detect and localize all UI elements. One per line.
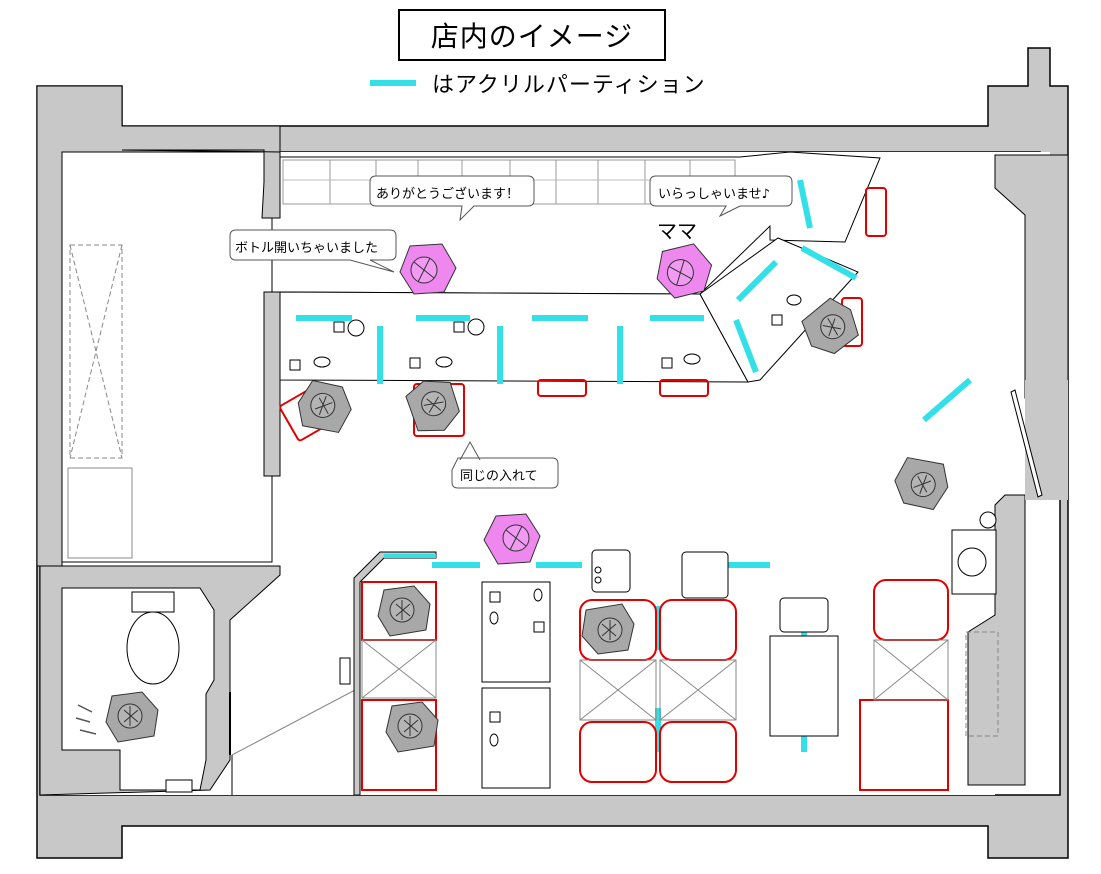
speech-bubble-same: 同じの入れて <box>460 469 538 484</box>
right-wall <box>967 154 1069 786</box>
bar-counter <box>279 237 859 383</box>
toilet-room <box>39 565 281 796</box>
speech-bubble-thanks: ありがとうございます！ <box>376 187 520 202</box>
legend-text: はアクリルパーティション <box>432 73 706 98</box>
partition-legend-swatch <box>370 80 416 86</box>
speech-bubble-bottle: ボトル開いちゃいました <box>235 241 379 256</box>
lower-seating <box>339 511 999 796</box>
legend: はアクリルパーティション <box>370 68 706 98</box>
page-title: 店内のイメージ <box>398 9 666 61</box>
back-room <box>36 85 281 567</box>
mama-label: ママ <box>657 219 697 243</box>
speech-bubble-shapes <box>229 175 793 489</box>
speech-bubble-welcome: いらっしゃいませ♪ <box>658 187 770 202</box>
